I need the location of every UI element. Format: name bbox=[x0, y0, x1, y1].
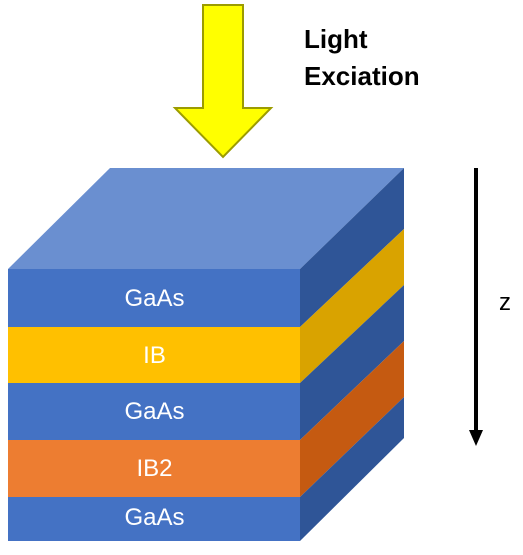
light-arrow bbox=[172, 4, 274, 159]
layer-1-front bbox=[8, 327, 300, 383]
z-axis-label: z bbox=[499, 289, 511, 316]
layer-3-front bbox=[8, 440, 300, 497]
layer-4-side bbox=[300, 397, 404, 541]
excitation-label-line1: Light bbox=[304, 24, 368, 54]
layer-0-side bbox=[300, 168, 404, 327]
layer-3-side bbox=[300, 341, 404, 497]
layer-2-side bbox=[300, 285, 404, 440]
layer-1-side bbox=[300, 229, 404, 383]
layer-0-front bbox=[8, 269, 300, 327]
block-top-face bbox=[8, 168, 404, 269]
excitation-label-line2: Exciation bbox=[304, 61, 420, 91]
layer-2-front bbox=[8, 383, 300, 440]
z-axis-arrowhead bbox=[469, 430, 483, 446]
layer-4-front bbox=[8, 497, 300, 541]
